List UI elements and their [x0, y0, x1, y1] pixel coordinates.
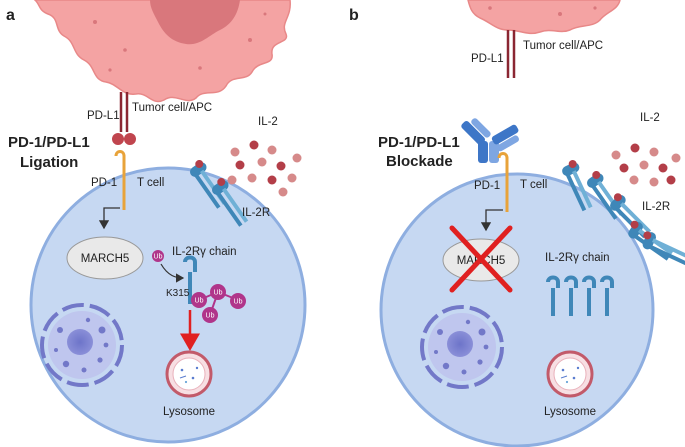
tumor-cell-a [33, 0, 291, 103]
panel-b: b PD-L1 Tumor cell/APC PD-1/PD-L1 Blocka… [349, 0, 685, 447]
tcell-label-b: T cell [520, 179, 547, 191]
lysosome-icon-b [546, 350, 594, 398]
chain-label-a: IL-2Rγ chain [172, 246, 237, 258]
il2-receptor-icon [190, 159, 249, 227]
il2r-label-a: IL-2R [242, 207, 270, 219]
arrow-icon [98, 207, 120, 230]
il2-molecules-b [611, 143, 681, 187]
ub-label-2: Ub [214, 290, 223, 297]
march5-ellipse-a [66, 236, 144, 280]
ub-label-1: Ub [195, 298, 204, 305]
pd-l1-label-b: PD-L1 [471, 53, 504, 65]
polyubiquitin-chain: Ub Ub Ub Ub [191, 284, 246, 323]
tcell-label-a: T cell [137, 177, 164, 189]
il2-label-a: IL-2 [258, 116, 278, 128]
nucleus-icon [40, 303, 124, 387]
ub-free-label: Ub [154, 254, 163, 261]
tumor-label-a: Tumor cell/APC [132, 102, 212, 114]
title-a-line2: Ligation [20, 154, 78, 171]
ubiquitin-icon: Ub [152, 250, 164, 262]
march5-label-a: MARCH5 [81, 253, 130, 265]
panel-a: a PD-L1 Tumor cell/APC PD-1/PD-L1 Ligati… [6, 0, 307, 444]
title-b-line1: PD-1/PD-L1 [378, 134, 460, 151]
il2r-gamma-chains-b [546, 275, 614, 316]
tumor-cell-b [467, 0, 621, 35]
panel-b-letter: b [349, 7, 359, 24]
pd-l1-a [112, 92, 136, 145]
title-b-line2: Blockade [386, 153, 453, 170]
il2-label-b: IL-2 [640, 112, 660, 124]
lysosome-icon [165, 350, 213, 398]
ub-arrow-icon [160, 263, 185, 283]
pd-1-b [497, 152, 509, 212]
pd-l1-b [506, 30, 516, 78]
chain-label-b: IL-2Rγ chain [545, 252, 610, 264]
il2r-label-b: IL-2R [642, 201, 670, 213]
antibody-icon [461, 118, 519, 163]
red-x-icon [449, 225, 513, 293]
nucleus-icon-b [420, 305, 504, 389]
lysosome-label-a: Lysosome [163, 406, 215, 418]
pd-1-a [114, 150, 126, 210]
tumor-label-b: Tumor cell/APC [523, 40, 603, 52]
k315-label: K315 [166, 288, 190, 299]
ub-label-3: Ub [234, 299, 243, 306]
pd-1-label-a: PD-1 [91, 177, 117, 189]
il2-molecules-a [227, 140, 302, 197]
arrow-icon-b [480, 209, 503, 232]
ub-label-4: Ub [206, 313, 215, 320]
panel-a-letter: a [6, 7, 15, 24]
pd-1-label-b: PD-1 [474, 180, 500, 192]
pd-l1-label-a: PD-L1 [87, 110, 120, 122]
lysosome-label-b: Lysosome [544, 406, 596, 418]
il2-receptor-icon-b [562, 159, 685, 266]
title-a-line1: PD-1/PD-L1 [8, 134, 90, 151]
